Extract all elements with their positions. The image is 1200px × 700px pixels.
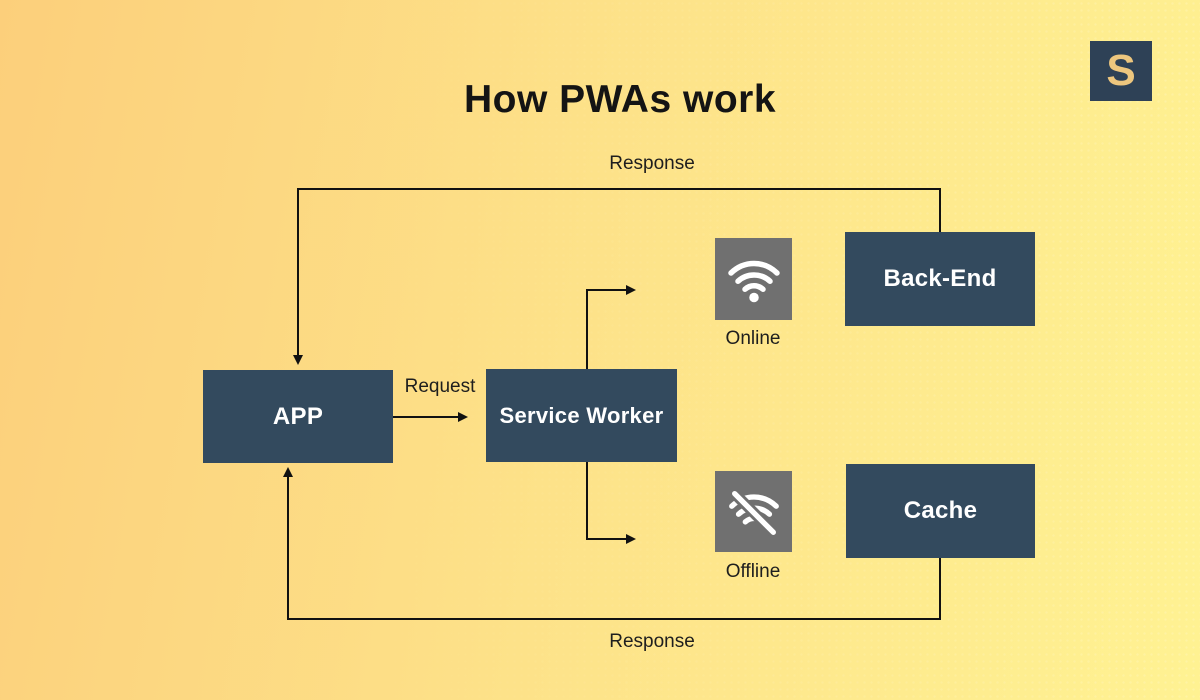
response-bottom-connector — [283, 467, 941, 620]
brand-logo-letter: S — [1106, 46, 1136, 95]
service-worker-node-label: Service Worker — [499, 402, 664, 428]
back-end-node: Back-End — [845, 232, 1035, 326]
service-worker-to-offline-connector — [586, 462, 636, 544]
cache-node: Cache — [846, 464, 1035, 558]
page-title: How PWAs work — [463, 78, 777, 121]
wifi-off-icon — [728, 487, 779, 538]
app-node: APP — [203, 370, 393, 463]
cache-node-label: Cache — [903, 497, 978, 524]
offline-label: Offline — [725, 561, 781, 582]
response-top-connector — [293, 188, 941, 365]
request-label: Request — [404, 376, 476, 397]
online-label: Online — [725, 328, 781, 349]
app-node-label: APP — [272, 402, 324, 430]
back-end-node-label: Back-End — [883, 265, 997, 292]
offline-status-tile — [715, 471, 792, 552]
brand-logo: S — [1090, 41, 1152, 101]
online-status-tile — [715, 238, 792, 320]
wifi-icon — [727, 260, 780, 303]
response-bottom-label: Response — [609, 631, 695, 652]
response-top-label: Response — [609, 153, 695, 174]
service-worker-to-online-connector — [586, 285, 636, 369]
service-worker-node: Service Worker — [486, 369, 677, 462]
